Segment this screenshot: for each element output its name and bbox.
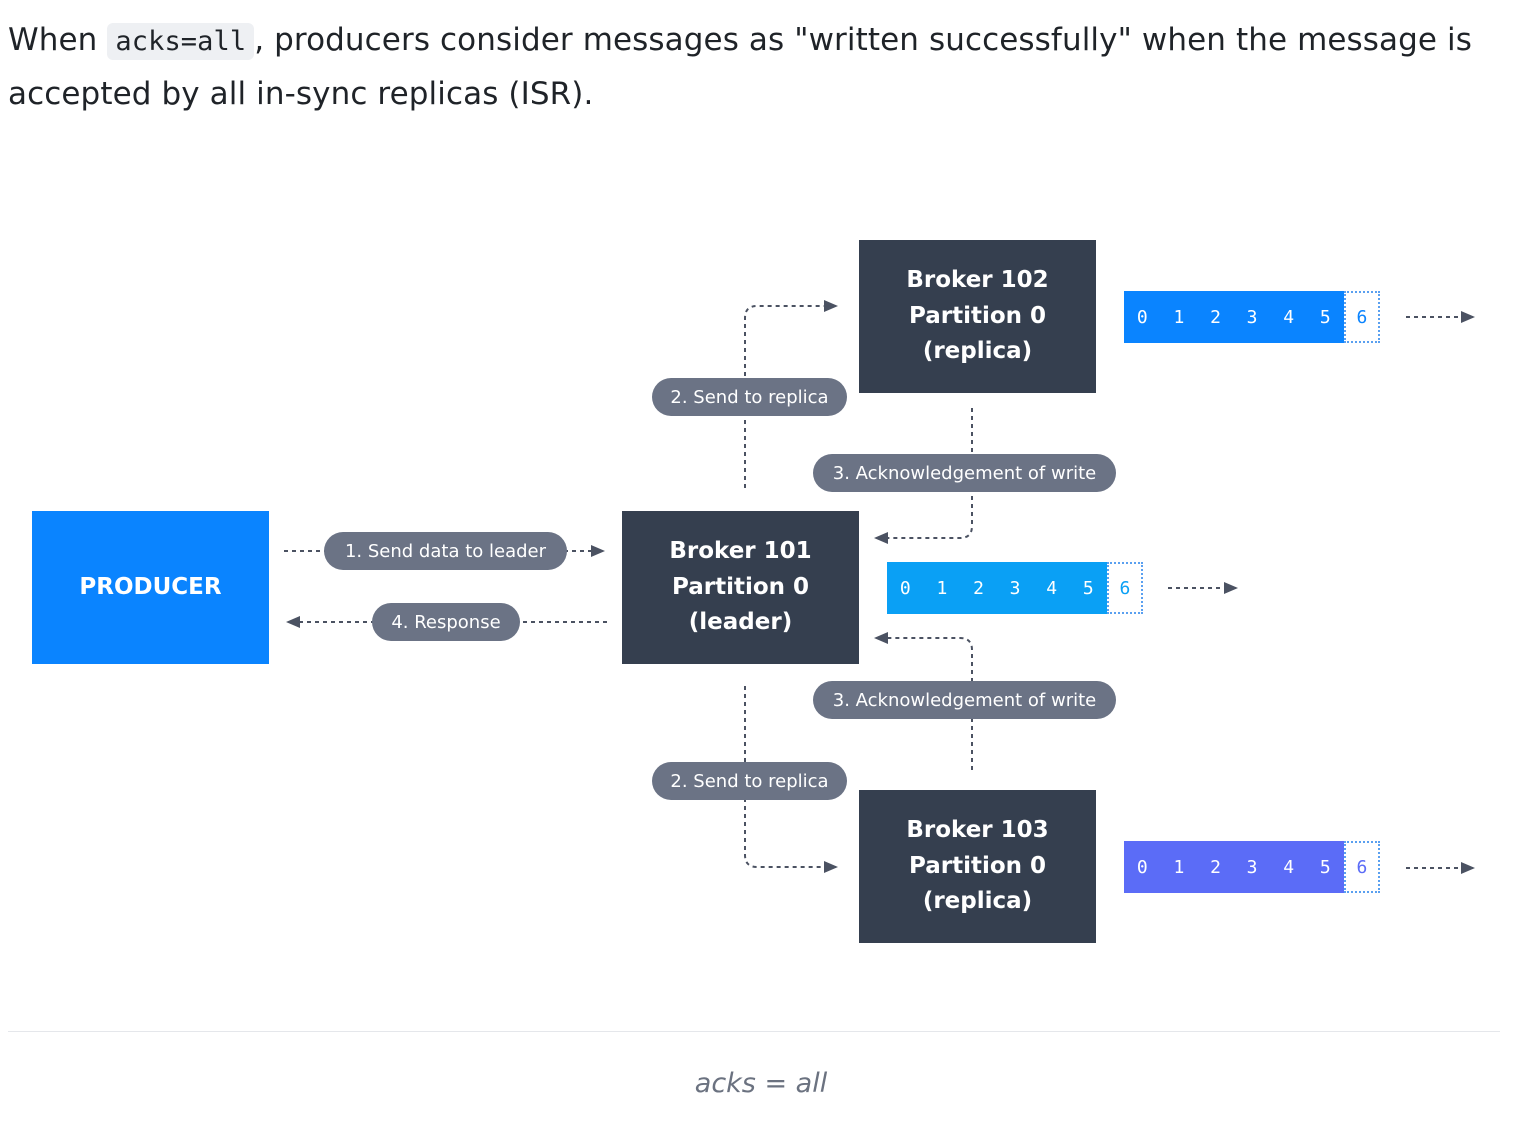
label-send-to-replica-bottom: 2. Send to replica [652,762,847,800]
broker-102-box: Broker 102 Partition 0 (replica) [859,240,1096,393]
log-cell: 3 [1233,841,1271,893]
broker-101-name: Broker 101 [669,538,812,565]
broker-102-partition: Partition 0 [908,302,1047,329]
divider [8,1031,1500,1032]
log-cell: 2 [1197,291,1234,343]
edge-ack-top [874,408,973,544]
log-cell-pending: 6 [1343,841,1381,893]
log-cell: 1 [923,562,961,614]
log-cell: 0 [1124,291,1161,343]
log-cell: 3 [1233,291,1271,343]
log-cell: 4 [1033,562,1070,614]
log-cell: 1 [1160,841,1198,893]
intro-paragraph: When acks=all, producers consider messag… [8,14,1508,120]
log-cell: 2 [1197,841,1234,893]
broker-102-role: (replica) [922,338,1033,365]
intro-text-after: , producers consider messages as "writte… [8,22,1473,112]
broker-103-box: Broker 103 Partition 0 (replica) [859,790,1096,943]
edge-ack-bottom [874,632,973,770]
log-cell-pending: 6 [1106,562,1144,614]
producer-box: PRODUCER [32,511,269,664]
log-cell: 0 [1124,841,1161,893]
label-send-to-replica-top: 2. Send to replica [652,378,847,416]
intro-text-before: When [8,22,108,58]
producer-label: PRODUCER [79,573,222,600]
edge-send-to-replica-bottom [744,686,838,873]
label-response: 4. Response [372,603,520,641]
broker-103-role: (replica) [922,888,1033,915]
log-cell: 5 [1069,562,1107,614]
log-cell: 4 [1270,841,1307,893]
broker-101-box: Broker 101 Partition 0 (leader) [622,511,859,664]
broker-101-role: (leader) [688,609,793,636]
label-ack-top: 3. Acknowledgement of write [813,454,1116,492]
log-cell: 1 [1160,291,1198,343]
log-cell: 3 [996,562,1034,614]
broker-103-name: Broker 103 [906,817,1049,844]
inline-code-acks: acks=all [107,23,255,60]
log-cell: 4 [1270,291,1307,343]
log-cell: 5 [1306,841,1344,893]
broker-102-name: Broker 102 [906,267,1049,294]
label-send-to-leader: 1. Send data to leader [324,532,567,570]
log-cell-pending: 6 [1343,291,1381,343]
log-cell: 0 [887,562,924,614]
edge-send-to-replica-top [744,300,838,488]
broker-103-partition: Partition 0 [908,852,1047,879]
log-cell: 2 [960,562,997,614]
broker-101-partition: Partition 0 [671,573,810,600]
figure-caption: acks = all [694,1068,828,1099]
label-ack-bottom: 3. Acknowledgement of write [813,681,1116,719]
log-cell: 5 [1306,291,1344,343]
